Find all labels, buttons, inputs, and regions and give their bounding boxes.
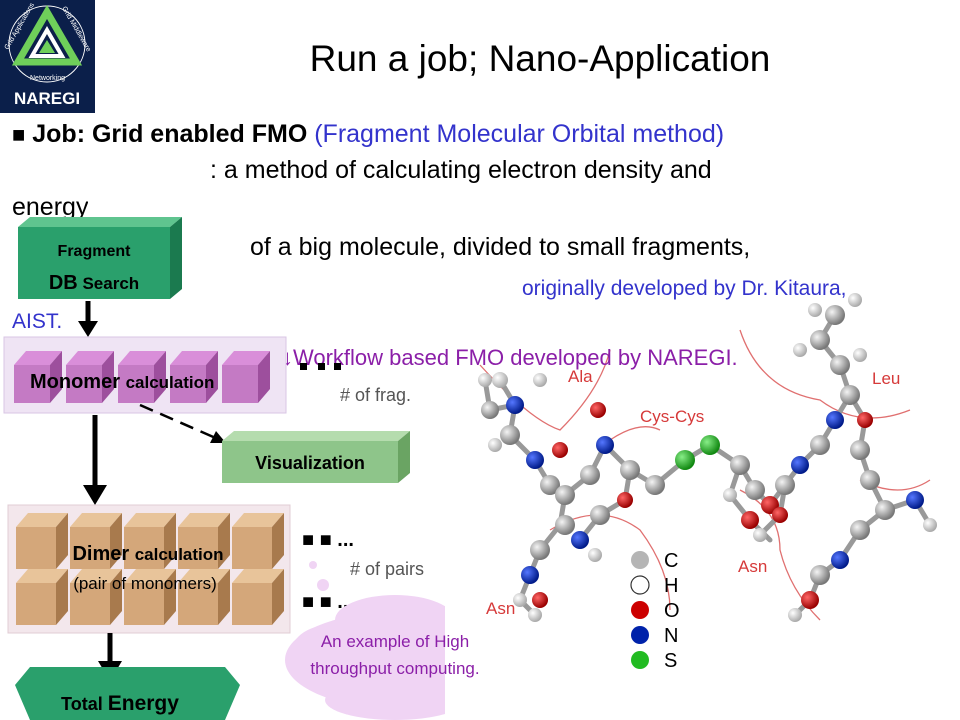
pairs-dots-1: ■ ■ ... — [302, 529, 354, 551]
residue-label: Leu — [872, 369, 900, 388]
molecule-atoms — [478, 293, 937, 622]
legend-label-c: C — [664, 550, 678, 572]
job-label: Job: Grid enabled FMO — [32, 120, 308, 148]
fragment-db-label-2: DB Search — [49, 272, 139, 294]
fragment-db-label-1: Fragment — [58, 243, 132, 260]
dimer-sub-label: (pair of monomers) — [73, 574, 217, 593]
dimer-label-b: calculation — [135, 545, 224, 564]
htc-cloud — [285, 561, 445, 720]
residue-label: Asn — [486, 599, 515, 618]
fragment-db-box-side — [170, 217, 182, 299]
monomer-label: Monomer calculation — [30, 371, 214, 393]
description-line-2b: energy — [12, 193, 89, 217]
monomer-label-a: Monomer — [30, 371, 120, 393]
visualization-label: Visualization — [255, 453, 365, 473]
bullet: ■ — [12, 122, 26, 147]
total-energy-box — [15, 667, 240, 720]
dimer-label-a: Dimer — [72, 543, 129, 565]
description-line-3: of a big molecule, divided to small frag… — [250, 233, 751, 261]
logo-ring-text-3: Networking — [30, 75, 65, 82]
legend-swatch-n — [631, 626, 649, 644]
frag-dot — [334, 363, 341, 370]
fragment-db-box — [18, 227, 170, 299]
naregi-logo: Grid Applications Grid Middleware Networ… — [0, 0, 95, 113]
description-line-5: ↓Workflow based FMO developed by NAREGI. — [282, 345, 738, 370]
description-line-4b: AIST. — [12, 310, 63, 333]
total-energy-label: Total Energy — [61, 692, 179, 715]
monomer-label-b: calculation — [126, 373, 215, 392]
workflow-diagram: Fragment DB Search Monomer calculation #… — [3, 217, 445, 720]
fragment-divider — [609, 426, 661, 441]
residue-label: Asn — [738, 557, 767, 576]
legend-label-s: S — [664, 650, 677, 672]
htc-cloud-text: An example of High throughput computing. — [310, 632, 480, 678]
fragment-db-label-2a: DB — [49, 272, 78, 294]
logo-text: NAREGI — [14, 89, 80, 108]
flow-arrow-head — [83, 485, 107, 505]
legend-swatch-s — [631, 651, 649, 669]
fragment-db-box-top — [18, 217, 182, 227]
frag-count-label: # of frag. — [340, 385, 411, 405]
naregi-logo-icon: Grid Applications Grid Middleware Networ… — [0, 0, 95, 113]
pairs-count-label: # of pairs — [350, 559, 424, 579]
dimer-blocks — [16, 513, 284, 625]
total-energy-label-b: Energy — [108, 692, 180, 715]
job-line: ■ Job: Grid enabled FMO (Fragment Molecu… — [12, 120, 724, 149]
frag-dot — [318, 363, 325, 370]
dashed-arrow — [139, 403, 219, 441]
residue-label: Ala — [568, 367, 593, 386]
legend-label-n: N — [664, 625, 678, 647]
fmo-molecule-figure: Ala Leu Cys-Cys Asn Asn C H O N S — [478, 293, 937, 672]
fragment-db-label-2b: Search — [82, 274, 139, 293]
job-paren: (Fragment Molecular Orbital method) — [314, 120, 725, 148]
frag-dot — [300, 363, 307, 370]
dashed-arrow-head — [210, 431, 226, 443]
legend-swatch-c — [631, 551, 649, 569]
legend-swatch-o — [631, 601, 649, 619]
legend-swatch-h — [630, 575, 650, 595]
description-line-2: : a method of calculating electron densi… — [210, 156, 712, 184]
dimer-label: Dimer calculation — [72, 543, 223, 565]
visualization-box — [222, 441, 398, 483]
legend-label-h: H — [664, 575, 678, 597]
atom-legend: C H O N S — [630, 550, 680, 672]
description-line-4: originally developed by Dr. Kitaura, — [522, 277, 847, 300]
visualization-box-side — [398, 431, 410, 483]
fragment-divider — [549, 514, 671, 611]
pairs-dots-2: ■ ■ ... — [302, 591, 354, 613]
flow-arrow-head — [78, 321, 98, 337]
visualization-box-top — [222, 431, 410, 441]
legend-label-o: O — [664, 600, 680, 622]
fragment-divider — [739, 329, 911, 419]
monomer-blocks — [14, 351, 270, 403]
page-title: Run a job; Nano-Application — [309, 38, 771, 79]
residue-label: Cys-Cys — [640, 407, 704, 426]
total-energy-label-a: Total — [61, 694, 103, 714]
